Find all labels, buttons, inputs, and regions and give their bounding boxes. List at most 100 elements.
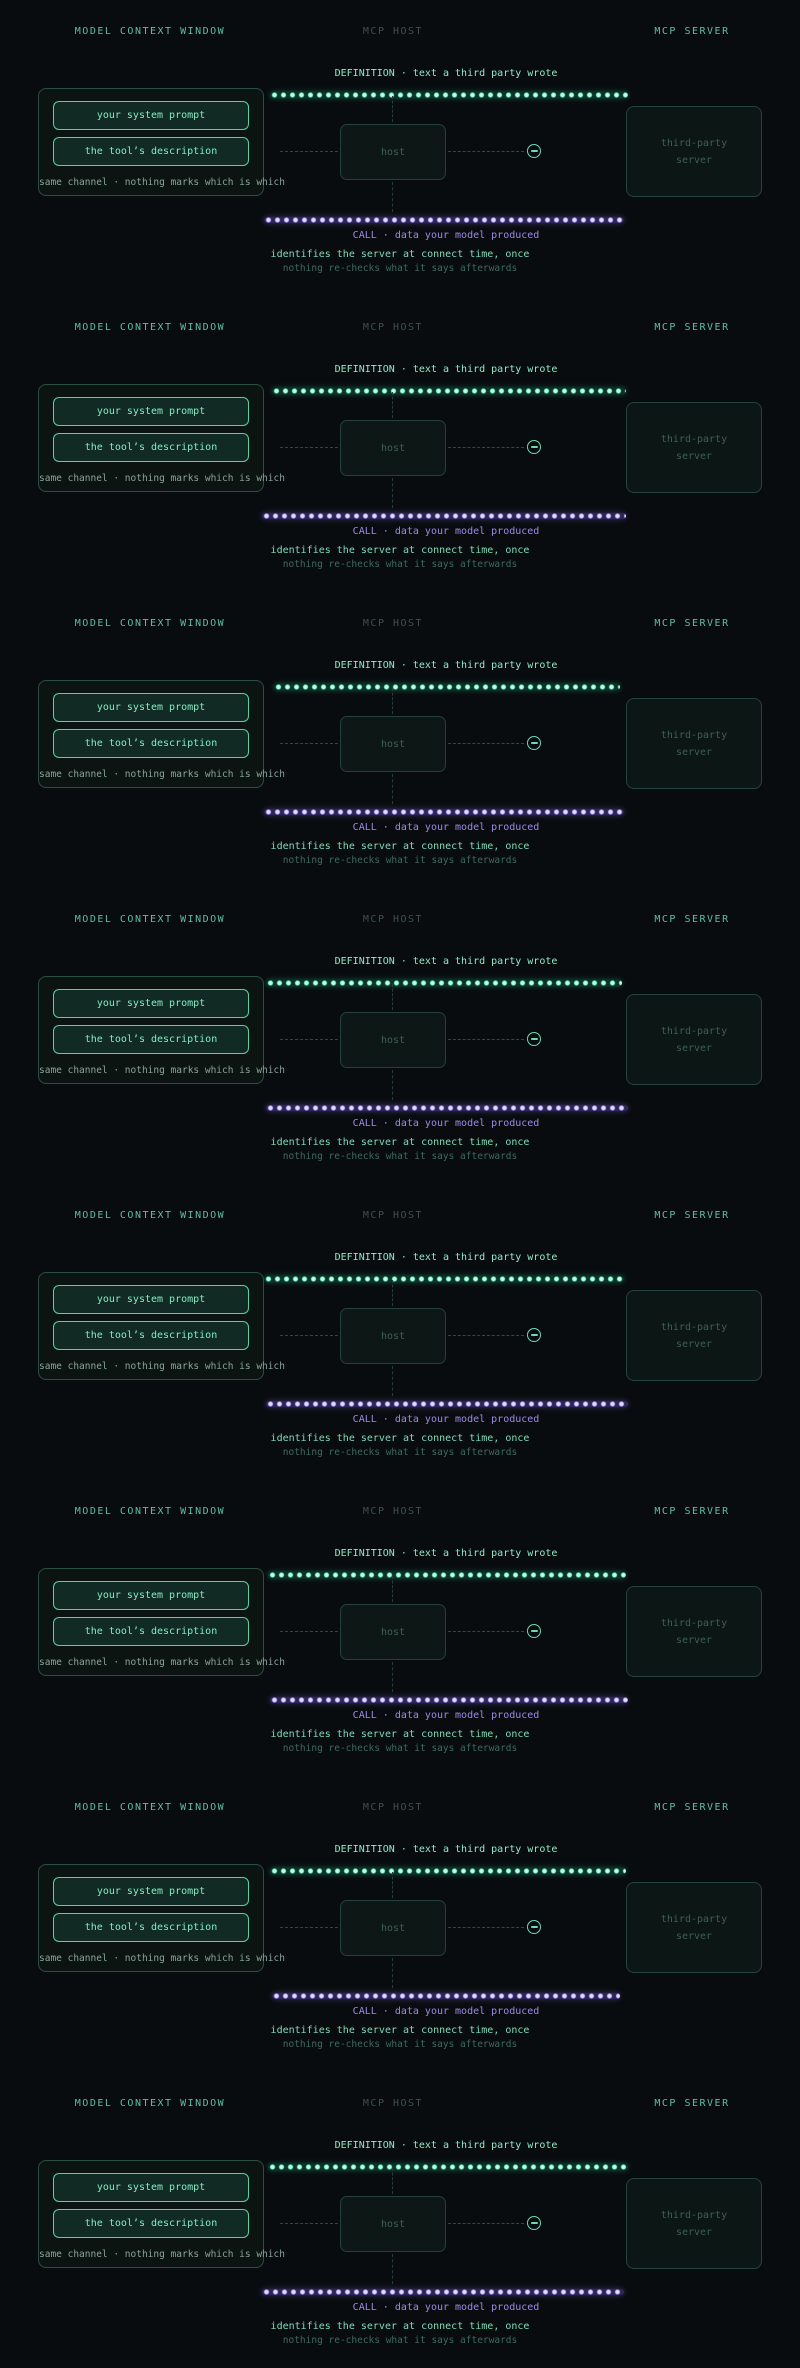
column-label-host: MCP HOST [362, 26, 424, 37]
mcp-server-box: third-party server [626, 2178, 762, 2269]
model-host-connector [280, 1039, 338, 1040]
column-label-model: MODEL CONTEXT WINDOW [74, 1210, 226, 1221]
mcp-server-box: third-party server [626, 1290, 762, 1381]
tool-description-pill: the tool’s description [53, 1321, 249, 1350]
model-host-connector [280, 1335, 338, 1336]
mcp-server-box: third-party server [626, 402, 762, 493]
tool-description-pill: the tool’s description [53, 2209, 249, 2238]
note-identifies: identifies the server at connect time, o… [270, 545, 530, 556]
model-context-window: your system prompt the tool’s descriptio… [38, 1568, 285, 1676]
definition-stream [270, 1868, 626, 1874]
column-label-model: MODEL CONTEXT WINDOW [74, 1506, 226, 1517]
definition-label: DEFINITION · text a third party wrote [334, 364, 558, 375]
model-window-caption: same channel · nothing marks which is wh… [39, 473, 285, 484]
definition-stream [268, 2164, 628, 2170]
call-stream [262, 2289, 624, 2295]
server-label-line1: third-party [660, 433, 728, 445]
host-definition-connector [392, 392, 393, 418]
host-call-connector [392, 1366, 393, 1396]
column-label-host: MCP HOST [362, 1210, 424, 1221]
column-label-host: MCP HOST [362, 1802, 424, 1813]
host-server-connector [448, 743, 524, 744]
note-no-recheck: nothing re-checks what it says afterward… [282, 1447, 518, 1458]
model-host-connector [280, 1927, 338, 1928]
system-prompt-pill: your system prompt [53, 397, 249, 426]
model-host-connector [280, 447, 338, 448]
mcp-host-box: host [340, 716, 446, 772]
definition-label: DEFINITION · text a third party wrote [334, 68, 558, 79]
host-definition-connector [392, 984, 393, 1010]
mcp-flow-frame: MODEL CONTEXT WINDOW MCP HOST MCP SERVER… [0, 888, 800, 1184]
model-context-window: your system prompt the tool’s descriptio… [38, 976, 285, 1084]
host-definition-connector [392, 688, 393, 714]
definition-stream [270, 92, 628, 98]
note-identifies: identifies the server at connect time, o… [270, 1433, 530, 1444]
column-label-host: MCP HOST [362, 2098, 424, 2109]
call-stream [272, 1993, 620, 1999]
column-label-model: MODEL CONTEXT WINDOW [74, 618, 226, 629]
note-identifies: identifies the server at connect time, o… [270, 2321, 530, 2332]
system-prompt-pill: your system prompt [53, 989, 249, 1018]
column-label-host: MCP HOST [362, 618, 424, 629]
note-identifies: identifies the server at connect time, o… [270, 2025, 530, 2036]
definition-stream [268, 1572, 626, 1578]
system-prompt-pill: your system prompt [53, 693, 249, 722]
column-label-server: MCP SERVER [654, 322, 730, 333]
call-stream [264, 217, 624, 223]
mcp-host-box: host [340, 2196, 446, 2252]
server-label-line1: third-party [660, 729, 728, 741]
mcp-flow-frame: MODEL CONTEXT WINDOW MCP HOST MCP SERVER… [0, 0, 800, 296]
call-label: CALL · data your model produced [352, 2006, 540, 2017]
column-label-model: MODEL CONTEXT WINDOW [74, 26, 226, 37]
connection-check-icon [527, 736, 541, 750]
column-label-server: MCP SERVER [654, 2098, 730, 2109]
model-window-caption: same channel · nothing marks which is wh… [39, 1065, 285, 1076]
mcp-server-box: third-party server [626, 1586, 762, 1677]
system-prompt-pill: your system prompt [53, 1285, 249, 1314]
server-label-line1: third-party [660, 1321, 728, 1333]
definition-label: DEFINITION · text a third party wrote [334, 1548, 558, 1559]
tool-description-pill: the tool’s description [53, 1913, 249, 1942]
connection-check-icon [527, 144, 541, 158]
definition-label: DEFINITION · text a third party wrote [334, 1252, 558, 1263]
column-label-server: MCP SERVER [654, 1802, 730, 1813]
column-label-model: MODEL CONTEXT WINDOW [74, 2098, 226, 2109]
model-context-window: your system prompt the tool’s descriptio… [38, 680, 285, 788]
server-label-line1: third-party [660, 1617, 728, 1629]
note-identifies: identifies the server at connect time, o… [270, 1137, 530, 1148]
tool-description-pill: the tool’s description [53, 433, 249, 462]
host-definition-connector [392, 2168, 393, 2194]
call-stream [262, 513, 626, 519]
mcp-flow-frame: MODEL CONTEXT WINDOW MCP HOST MCP SERVER… [0, 1776, 800, 2072]
call-stream [264, 809, 624, 815]
column-label-server: MCP SERVER [654, 914, 730, 925]
column-label-model: MODEL CONTEXT WINDOW [74, 322, 226, 333]
call-label: CALL · data your model produced [352, 1414, 540, 1425]
host-server-connector [448, 447, 524, 448]
server-label-line2: server [675, 746, 713, 758]
host-call-connector [392, 182, 393, 212]
connection-check-icon [527, 1624, 541, 1638]
mcp-host-box: host [340, 1012, 446, 1068]
server-label-line2: server [675, 450, 713, 462]
definition-stream [266, 980, 622, 986]
mcp-flow-frame: MODEL CONTEXT WINDOW MCP HOST MCP SERVER… [0, 2072, 800, 2368]
note-no-recheck: nothing re-checks what it says afterward… [282, 1151, 518, 1162]
model-host-connector [280, 2223, 338, 2224]
host-server-connector [448, 2223, 524, 2224]
note-identifies: identifies the server at connect time, o… [270, 841, 530, 852]
model-host-connector [280, 743, 338, 744]
note-no-recheck: nothing re-checks what it says afterward… [282, 1743, 518, 1754]
server-label-line2: server [675, 1634, 713, 1646]
call-stream [270, 1697, 628, 1703]
mcp-host-box: host [340, 1900, 446, 1956]
host-definition-connector [392, 1576, 393, 1602]
connection-check-icon [527, 2216, 541, 2230]
mcp-flow-frame: MODEL CONTEXT WINDOW MCP HOST MCP SERVER… [0, 1480, 800, 1776]
mcp-host-box: host [340, 124, 446, 180]
model-context-window: your system prompt the tool’s descriptio… [38, 1272, 285, 1380]
note-no-recheck: nothing re-checks what it says afterward… [282, 855, 518, 866]
note-identifies: identifies the server at connect time, o… [270, 249, 530, 260]
model-context-window: your system prompt the tool’s descriptio… [38, 2160, 285, 2268]
